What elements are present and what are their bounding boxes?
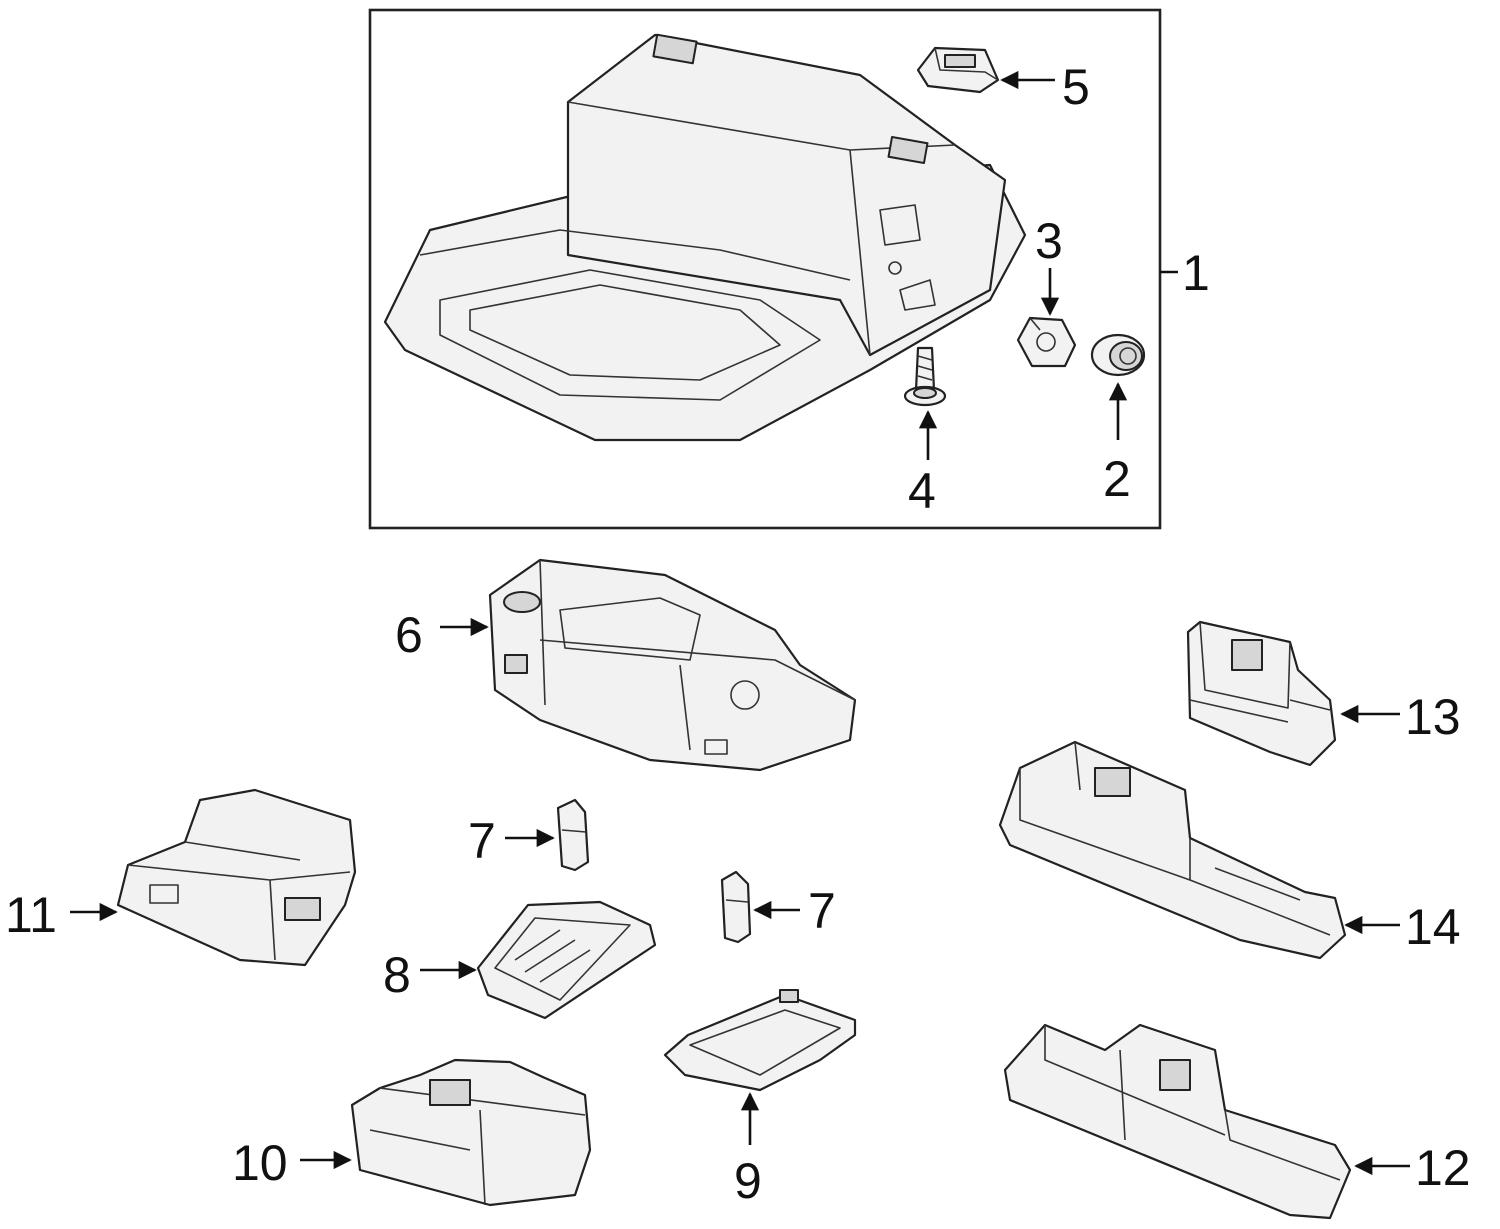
callout-12: 12 xyxy=(1415,1140,1471,1196)
callout-13: 13 xyxy=(1405,689,1461,745)
part-3-socket xyxy=(1016,316,1077,368)
part-1-console-housing xyxy=(383,33,1027,442)
callout-8: 8 xyxy=(383,947,411,1003)
part-7-bulb-right xyxy=(720,870,752,944)
callout-7-right: 7 xyxy=(808,883,836,939)
part-11-lamp-housing xyxy=(116,788,357,967)
callout-5: 5 xyxy=(1062,59,1090,115)
callout-4: 4 xyxy=(908,463,936,519)
callout-14: 14 xyxy=(1405,899,1461,955)
part-7-bulb-left xyxy=(556,798,590,872)
part-13-switch xyxy=(1186,620,1337,767)
callout-6: 6 xyxy=(395,607,423,663)
callout-3: 3 xyxy=(1035,213,1063,269)
part-10-lamp-unit xyxy=(350,1058,592,1207)
part-8-lens xyxy=(476,900,657,1020)
callout-11: 11 xyxy=(5,887,57,943)
assembly-frame xyxy=(368,8,1162,530)
callout-1: 1 xyxy=(1182,245,1210,301)
callout-9: 9 xyxy=(734,1153,762,1209)
part-9-lens-cover xyxy=(663,989,857,1092)
part-4-screw xyxy=(903,346,947,407)
part-12-base-tray xyxy=(1003,1023,1352,1220)
callout-2: 2 xyxy=(1103,451,1131,507)
callout-7-left: 7 xyxy=(468,813,496,869)
part-5-clip xyxy=(916,46,1000,94)
part-2-grommet xyxy=(1090,333,1146,377)
callout-10: 10 xyxy=(232,1135,288,1191)
part-14-console-base xyxy=(998,740,1347,960)
part-6-map-lamp xyxy=(488,558,857,772)
